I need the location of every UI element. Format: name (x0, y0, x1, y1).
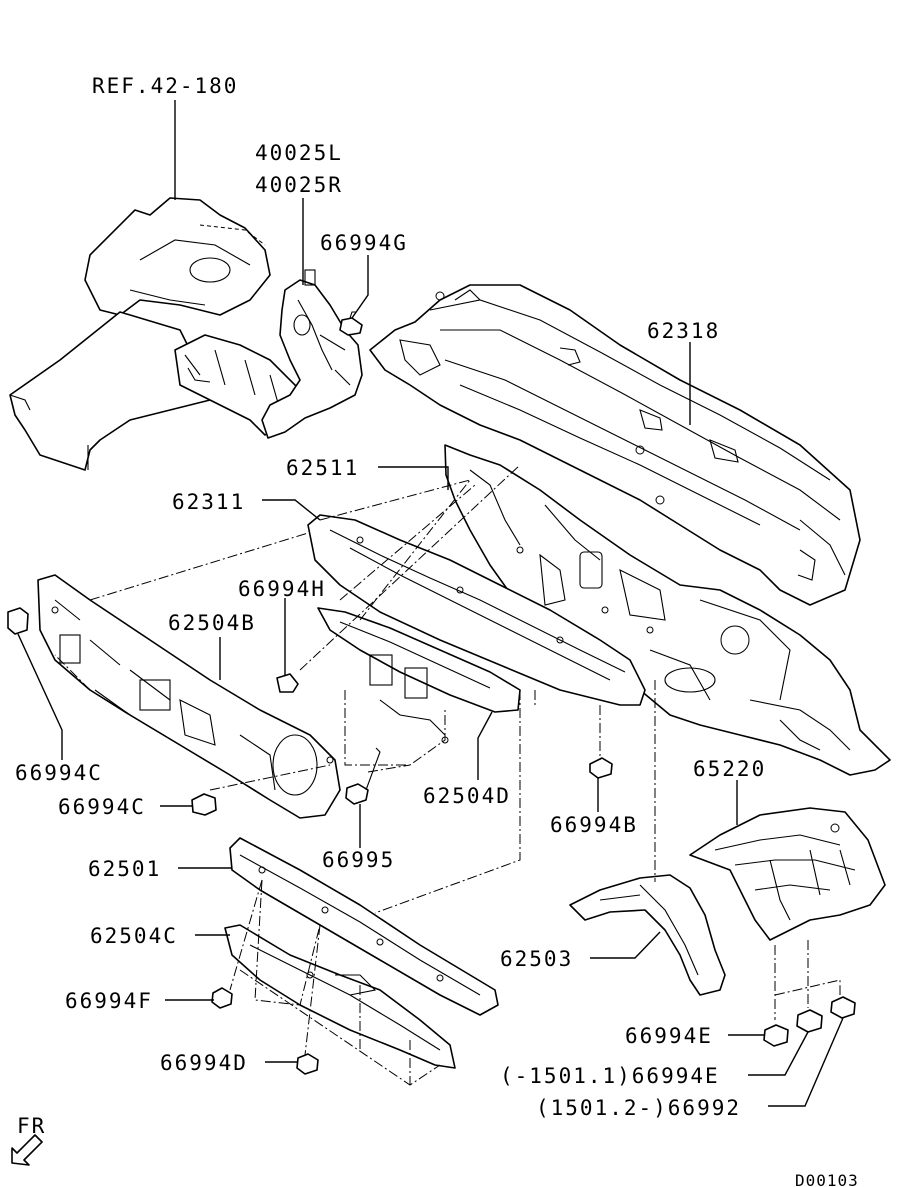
front-direction-arrow-icon (11, 1134, 43, 1166)
part-62504D-insulator (317, 607, 521, 744)
part-40025-bracket (261, 269, 363, 439)
clip-66994D (296, 1053, 319, 1075)
label-66994C-a: 66994C (15, 761, 103, 785)
label-66994C-b: 66994C (58, 795, 146, 819)
part-65220-heat-protector (689, 807, 886, 941)
label-62504D: 62504D (423, 784, 511, 808)
label-66995: 66995 (322, 848, 395, 872)
label-66994D: 66994D (160, 1051, 248, 1075)
label-66994H: 66994H (238, 577, 326, 601)
label-65220: 65220 (693, 757, 766, 781)
label-66994E-b: (-1501.1)66994E (500, 1064, 720, 1088)
label-fr: FR (17, 1114, 46, 1138)
clip-66994G (339, 311, 363, 336)
clip-66994H (276, 673, 299, 693)
leader-lines (17, 100, 844, 1107)
label-66994B: 66994B (550, 813, 638, 837)
clip-66994B (589, 757, 613, 779)
clip-66994F (211, 987, 233, 1009)
label-66994F: 66994F (65, 989, 153, 1013)
label-62511: 62511 (286, 456, 359, 480)
clip-66994E-a (763, 1024, 789, 1047)
label-66994G: 66994G (320, 231, 408, 255)
label-62318: 62318 (647, 319, 720, 343)
label-62504B: 62504B (168, 611, 256, 635)
part-62318-cowl-top (369, 284, 861, 606)
clip-66994E-b (796, 1009, 823, 1033)
clip-66992 (830, 996, 856, 1019)
label-62501: 62501 (88, 857, 161, 881)
part-62501-crossmember (229, 837, 499, 1016)
label-62311: 62311 (172, 490, 245, 514)
assembly-lines (54, 464, 841, 1086)
label-62503: 62503 (500, 947, 573, 971)
label-ref-42-180: REF.42-180 (92, 74, 238, 98)
part-62503-heat-protector (569, 874, 726, 996)
part-62504C-insulator (224, 924, 456, 1069)
label-40025L: 40025L (255, 141, 343, 165)
label-62504C: 62504C (90, 924, 178, 948)
label-40025R: 40025R (255, 173, 343, 197)
part-62311-cowl-panel (307, 514, 646, 706)
clip-66994C-b (191, 793, 217, 816)
label-66992: (1501.2-)66992 (536, 1096, 741, 1120)
ref-42-180-body-section (9, 197, 306, 471)
label-66994E-a: 66994E (625, 1024, 713, 1048)
label-diagram-code: D00103 (795, 1171, 859, 1187)
clip-66994C-a (7, 607, 29, 635)
bolt-66995 (345, 747, 381, 805)
